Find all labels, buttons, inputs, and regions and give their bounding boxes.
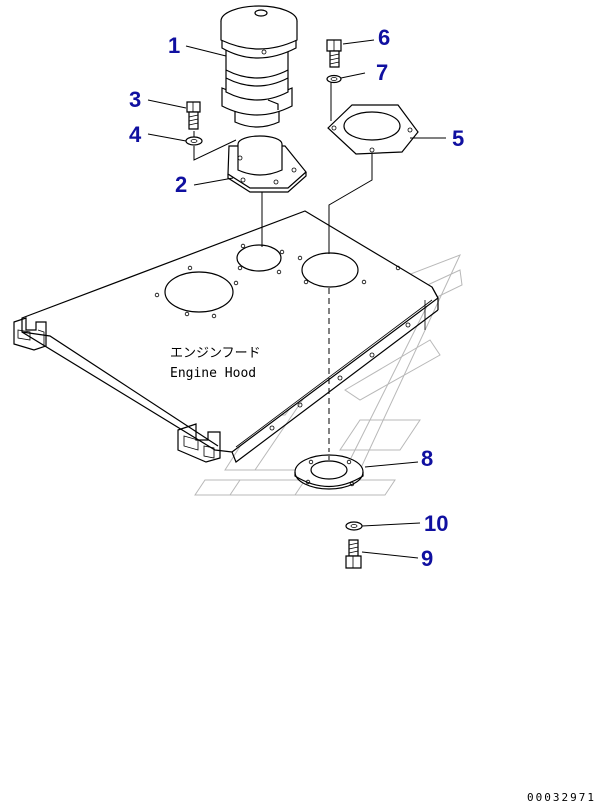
callout-3: 3 [129, 87, 141, 112]
assembly-lines [193, 82, 373, 460]
callout-4: 4 [129, 122, 142, 147]
document-number: 00032971 [527, 791, 596, 804]
engine-hood: エンジンフード Engine Hood [13, 210, 439, 463]
hood-label-en: Engine Hood [170, 366, 256, 381]
part-2-adapter [227, 135, 307, 193]
callout-10: 10 [424, 511, 448, 536]
callout-numbers: 1 2 3 4 5 6 7 8 10 9 [129, 25, 464, 571]
callout-8: 8 [421, 446, 433, 471]
callout-2: 2 [175, 172, 187, 197]
part-6-bolt [326, 39, 342, 68]
callout-7: 7 [376, 60, 388, 85]
callout-1: 1 [168, 33, 180, 58]
part-3-bolt [186, 101, 201, 130]
part-10-washer [345, 521, 363, 531]
callout-5: 5 [452, 126, 464, 151]
part-8-flange [294, 454, 364, 490]
callout-9: 9 [421, 546, 433, 571]
part-9-bolt [345, 539, 362, 569]
part-5-cover [327, 104, 419, 155]
hood-label-jp: エンジンフード [170, 346, 261, 361]
part-1-precleaner [220, 5, 298, 128]
part-7-washer [326, 74, 342, 84]
callout-leaders [147, 39, 446, 559]
part-4-washer [185, 136, 203, 146]
callout-6: 6 [378, 25, 390, 50]
